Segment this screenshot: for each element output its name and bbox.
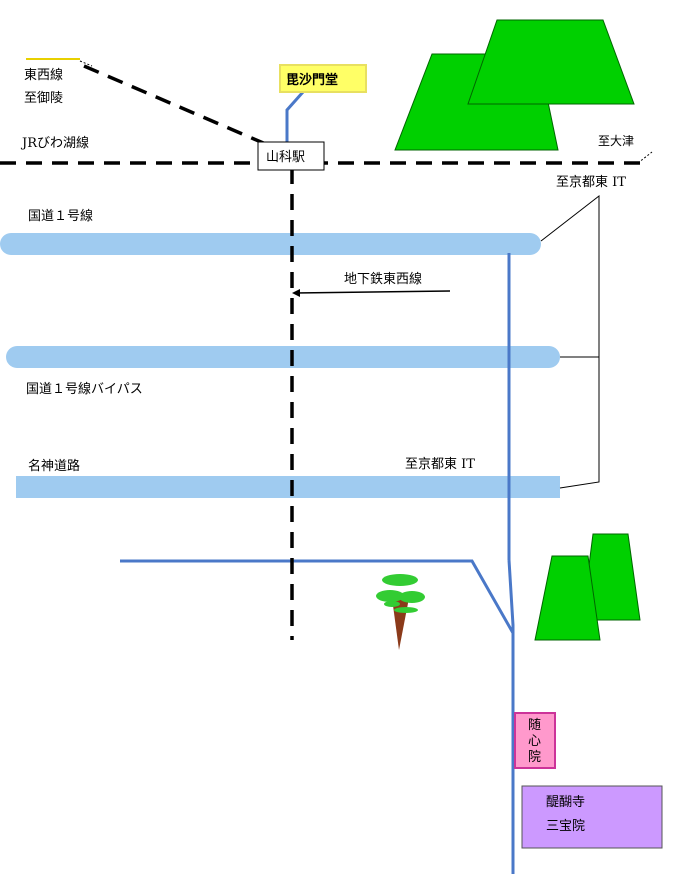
mountain-shape-front [534,555,601,641]
to-misasagi-label: 至御陵 [24,91,63,106]
local-streets [120,91,515,874]
daigoji-label: 醍醐寺 [546,795,585,810]
daigoji-box [521,785,663,849]
mountain-shape-front [467,19,635,105]
ic-connector-lines [540,194,600,489]
cross-street [120,559,515,634]
to-kyoto-higashi-ic-mid-label: 至京都東 IT [405,456,475,472]
tree-icon [376,574,425,650]
tozai-line-nw [83,64,269,147]
mountain-icon [394,19,635,151]
zuishinin-char-2: 心 [528,734,541,749]
yamashina-station-label: 山科駅 [266,150,305,165]
subway-tozai-label: 地下鉄東西線 [344,271,422,287]
tozai-line-label: 東西線 [24,67,63,83]
meishin-road [16,476,560,498]
to-kyoto-higashi-ic-top-label: 至京都東 IT [556,174,626,190]
route1-bypass-label: 国道１号線バイパス [26,381,143,397]
tozai-marker [26,58,93,67]
railways [0,64,650,640]
main-south-street-lower [507,559,515,874]
bishamondo-box [279,64,367,93]
route1-road [0,233,541,255]
yamashina-station-box [257,141,325,171]
route1-bypass-road [6,346,560,368]
meishin-label: 名神道路 [28,458,80,474]
to-otsu-rail-hook [637,151,653,164]
subway-arrow [292,289,451,297]
sanboin-label: 三宝院 [546,819,585,834]
bishamondo-label: 毘沙門堂 [286,72,338,88]
route1-label: 国道１号線 [28,208,93,224]
zuishinin-char-3: 院 [528,750,541,765]
mountain-icon [534,533,641,641]
jr-biwako-line-label: JRびわ湖線 [20,135,89,151]
zuishinin-box [514,712,556,769]
zuishinin-char-1: 随 [528,718,541,733]
to-otsu-label: 至大津 [598,134,634,148]
